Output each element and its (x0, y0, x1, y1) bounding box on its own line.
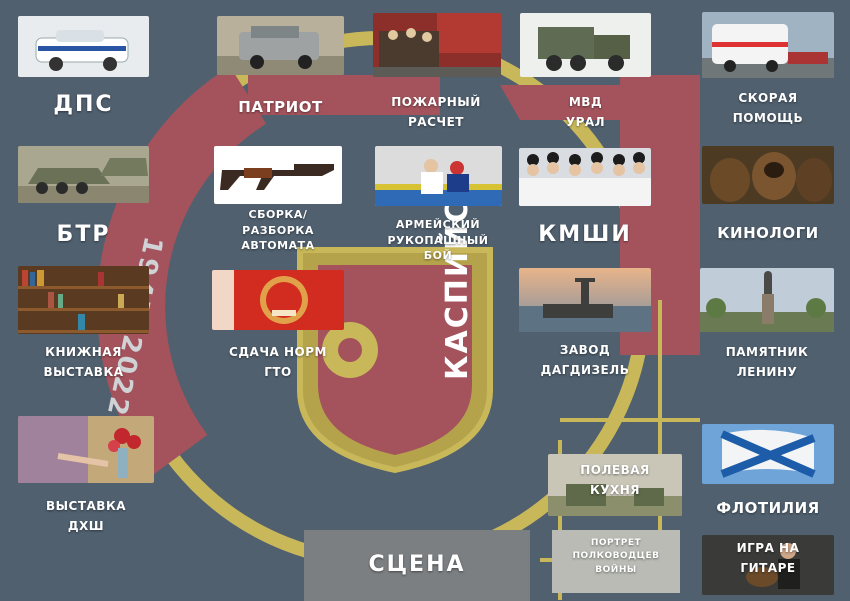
red-bar-top (500, 85, 640, 120)
mvd-photo[interactable] (520, 13, 651, 77)
fire-label: ПОЖАРНЫЙ РАСЧЕТ (368, 95, 504, 130)
plant-label-line-1: ЗАВОД (559, 343, 611, 357)
art-label: ВЫСТАВКА ДХШ (16, 499, 156, 534)
mvd-label-line-1: МВД (568, 95, 603, 109)
kmsh-photo[interactable] (519, 148, 651, 206)
art-label-line-1: ВЫСТАВКА (45, 499, 127, 513)
guitar-label-line-1: ИГРА НА (736, 541, 800, 555)
combat-label-line-2: РУКОПАШНЫЙ (387, 233, 489, 247)
dogs-label: КИНОЛОГИ (717, 224, 819, 242)
combat-photo[interactable] (375, 146, 502, 206)
gto-photo[interactable] (212, 270, 344, 330)
guitar-label-line-2: ГИТАРЕ (740, 560, 796, 575)
art-label-line-2: ДХШ (67, 518, 105, 533)
books-label: КНИЖНАЯ ВЫСТАВКА (18, 345, 149, 380)
monument-photo[interactable] (700, 268, 834, 332)
portrait-label: ПОРТРЕТ ПОЛКОВОДЦЕВ ВОЙНЫ (552, 538, 680, 575)
btr-photo[interactable] (18, 146, 149, 203)
kmsh-label: КМШИ (538, 222, 632, 247)
kitchen-photo[interactable] (548, 454, 682, 516)
portrait-tile[interactable] (552, 530, 680, 593)
mvd-label-line-2: УРАЛ (565, 114, 606, 129)
rifle-label-line-2: РАЗБОРКА (242, 223, 314, 237)
rifle-photo[interactable] (214, 146, 342, 204)
monument-label-line-2: ЛЕНИНУ (736, 364, 798, 379)
btr-label: БТР (56, 222, 111, 247)
plant-label: ЗАВОД ДАГДИЗЕЛЬ (516, 343, 654, 378)
patriot-photo[interactable] (217, 16, 344, 75)
shield-inner (318, 265, 472, 455)
plant-photo[interactable] (519, 268, 651, 332)
gto-label-line-2: ГТО (264, 364, 292, 379)
dps-photo[interactable] (18, 16, 149, 77)
portrait-label-line-1: ПОРТРЕТ (590, 538, 642, 548)
plant-label-line-2: ДАГДИЗЕЛЬ (540, 362, 630, 377)
books-label-line-1: КНИЖНАЯ (45, 345, 122, 359)
guitar-photo[interactable] (702, 535, 834, 595)
fire-label-line-2: РАСЧЕТ (408, 114, 464, 129)
ambulance-photo[interactable] (702, 12, 834, 78)
books-label-line-2: ВЫСТАВКА (43, 364, 124, 379)
gto-label-line-1: СДАЧА НОРМ (229, 345, 327, 359)
portrait-label-line-2: ПОЛКОВОДЦЕВ (572, 551, 660, 562)
books-photo[interactable] (18, 266, 149, 334)
mvd-label: МВД УРАЛ (520, 95, 651, 130)
kitchen-label-line-2: КУХНЯ (589, 482, 641, 497)
rifle-label: СБОРКА/ РАЗБОРКА АВТОМАТА (210, 208, 346, 253)
dogs-photo[interactable] (702, 146, 834, 204)
portrait-label-line-3: ВОЙНЫ (595, 564, 637, 575)
stage-area[interactable]: СЦЕНА (304, 530, 530, 601)
monument-label: ПАМЯТНИК ЛЕНИНУ (700, 345, 834, 380)
red-ribbon (97, 66, 267, 476)
fire-label-line-1: ПОЖАРНЫЙ (391, 95, 481, 109)
rifle-label-line-3: АВТОМАТА (241, 239, 315, 253)
ambulance-label-line-1: СКОРАЯ (738, 91, 798, 105)
rifle-label-line-1: СБОРКА/ (248, 208, 308, 221)
ambulance-label-line-2: ПОМОЩЬ (732, 110, 804, 125)
combat-label: АРМЕЙСКИЙ РУКОПАШНЫЙ БОЙ (370, 218, 506, 263)
fleet-label: ФЛОТИЛИЯ (716, 499, 820, 517)
combat-label-line-3: БОЙ (423, 249, 453, 263)
combat-label-line-1: АРМЕЙСКИЙ (395, 218, 481, 231)
ambulance-label: СКОРАЯ ПОМОЩЬ (700, 91, 836, 126)
monument-label-line-1: ПАМЯТНИК (725, 345, 809, 359)
guitar-label: ИГРА НА ГИТАРЕ (700, 541, 836, 576)
fire-photo[interactable] (373, 13, 501, 77)
dps-label: ДПС (53, 92, 114, 117)
kitchen-label: ПОЛЕВАЯ КУХНЯ (548, 463, 682, 498)
stage-label: СЦЕНА (368, 552, 466, 577)
patriot-label: ПАТРИОТ (238, 98, 323, 116)
fleet-photo[interactable] (702, 424, 834, 484)
gto-label: СДАЧА НОРМ ГТО (210, 345, 346, 380)
art-photo[interactable] (18, 416, 154, 483)
kitchen-label-line-1: ПОЛЕВАЯ (580, 463, 650, 477)
